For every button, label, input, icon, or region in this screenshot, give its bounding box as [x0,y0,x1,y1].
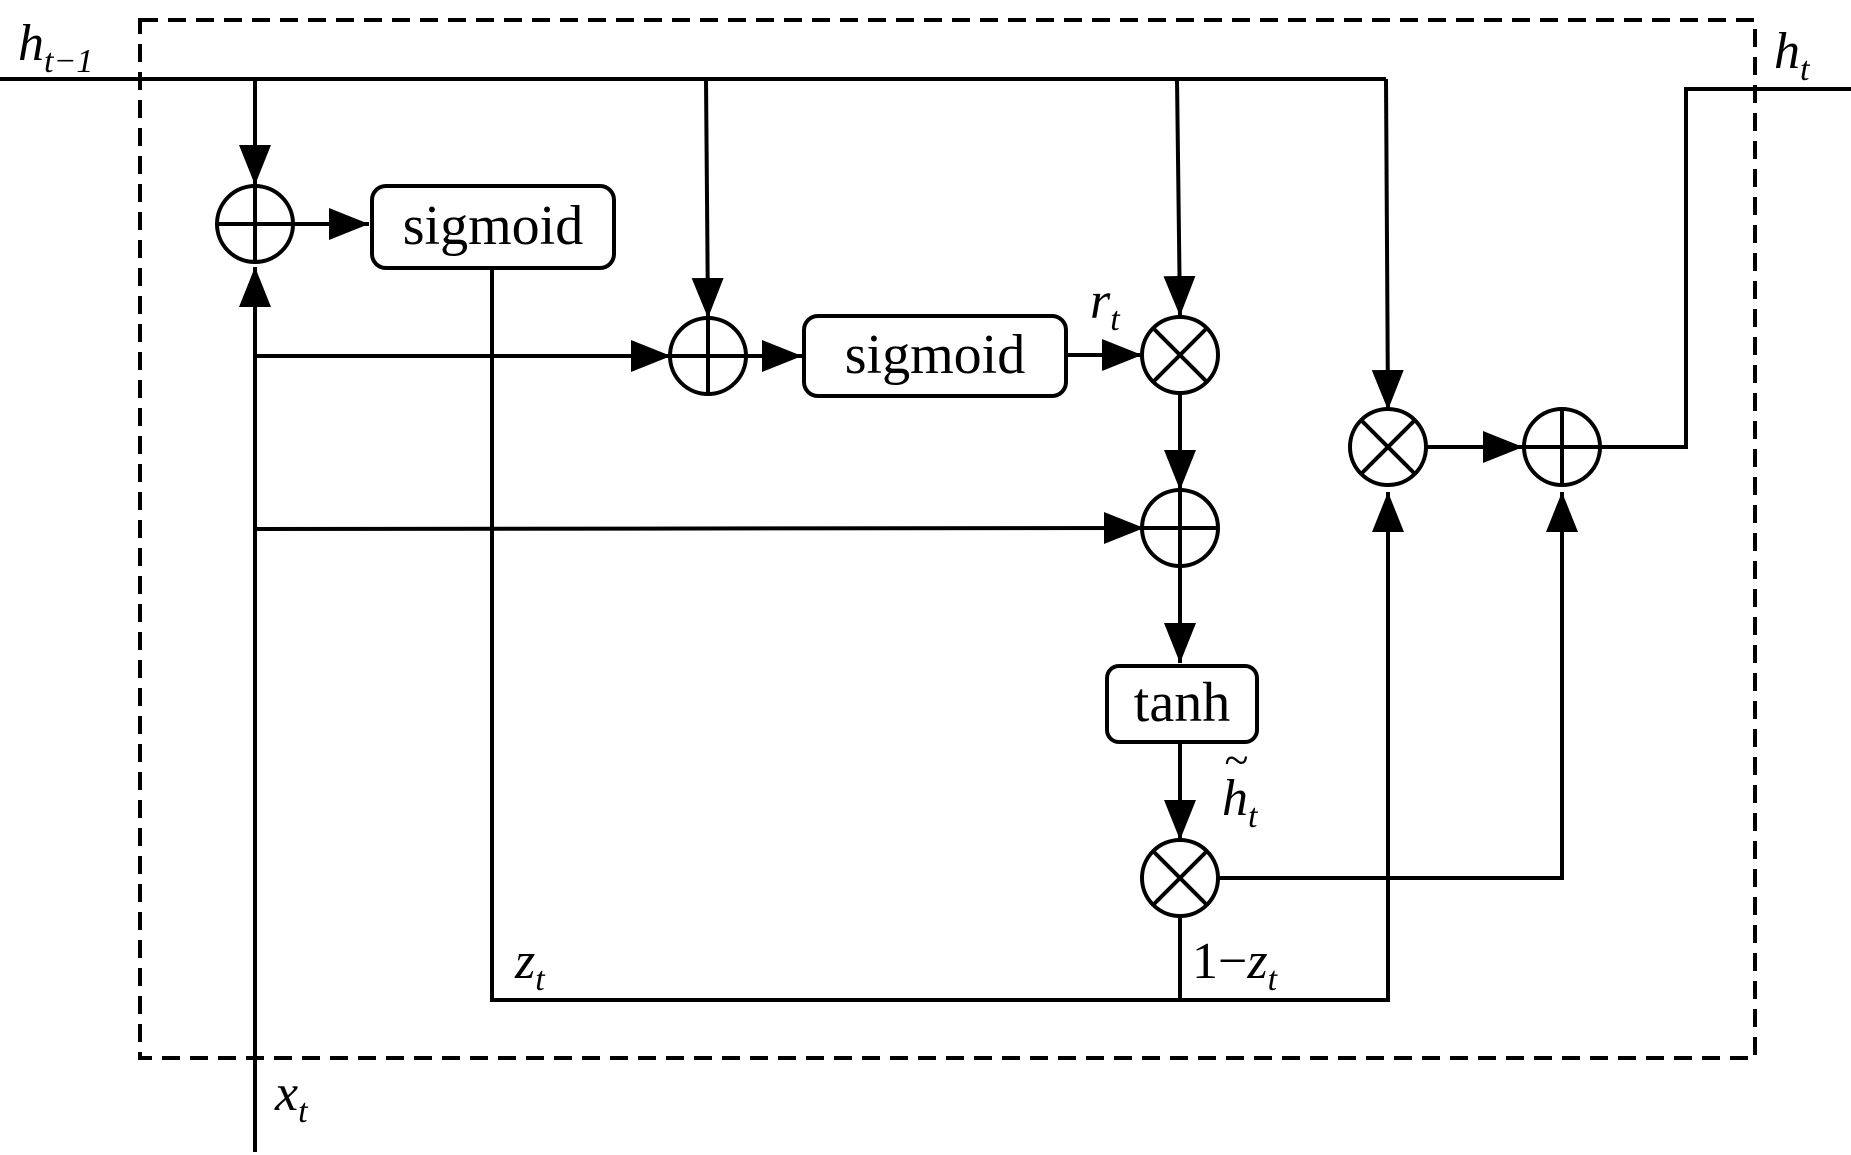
label-one-minus-z: 1−zt [1192,933,1279,998]
h-prev-to-mul-z [1371,78,1404,411]
svg-text:ht: ht [1222,770,1259,835]
mul-node-reset [1140,315,1220,395]
sigmoid-block-update: sigmoid [370,184,616,270]
label-h-tilde: ht ~ [1222,736,1259,835]
svg-text:sigmoid: sigmoid [845,324,1025,386]
label-r: rt [1090,273,1121,338]
svg-text:sigmoid: sigmoid [403,195,583,257]
h-out-path [1601,87,1851,449]
z-path [490,267,1404,1002]
mul-node-candidate [1140,838,1220,918]
svg-text:~: ~ [1224,736,1248,785]
svg-text:tanh: tanh [1134,672,1230,734]
label-x: xt [274,1065,309,1130]
sigmoid-block-reset: sigmoid [802,314,1068,398]
add-node-candidate [1140,488,1220,568]
h-prev-to-mul-r [1163,78,1196,317]
cell-boundary [138,18,1757,1060]
add-node-reset [668,316,748,396]
label-z: zt [514,933,546,998]
label-h-prev: ht−1 [18,15,93,80]
add-node-output [1522,407,1602,487]
tanh-block: tanh [1105,664,1259,744]
add-node-update [215,184,295,264]
h-prev-to-add2 [691,78,724,319]
mul-node-update [1348,407,1428,487]
label-h-out: ht [1774,23,1811,88]
mul-htilde-to-add-out [1219,492,1578,880]
x-to-add3 [254,512,1145,545]
